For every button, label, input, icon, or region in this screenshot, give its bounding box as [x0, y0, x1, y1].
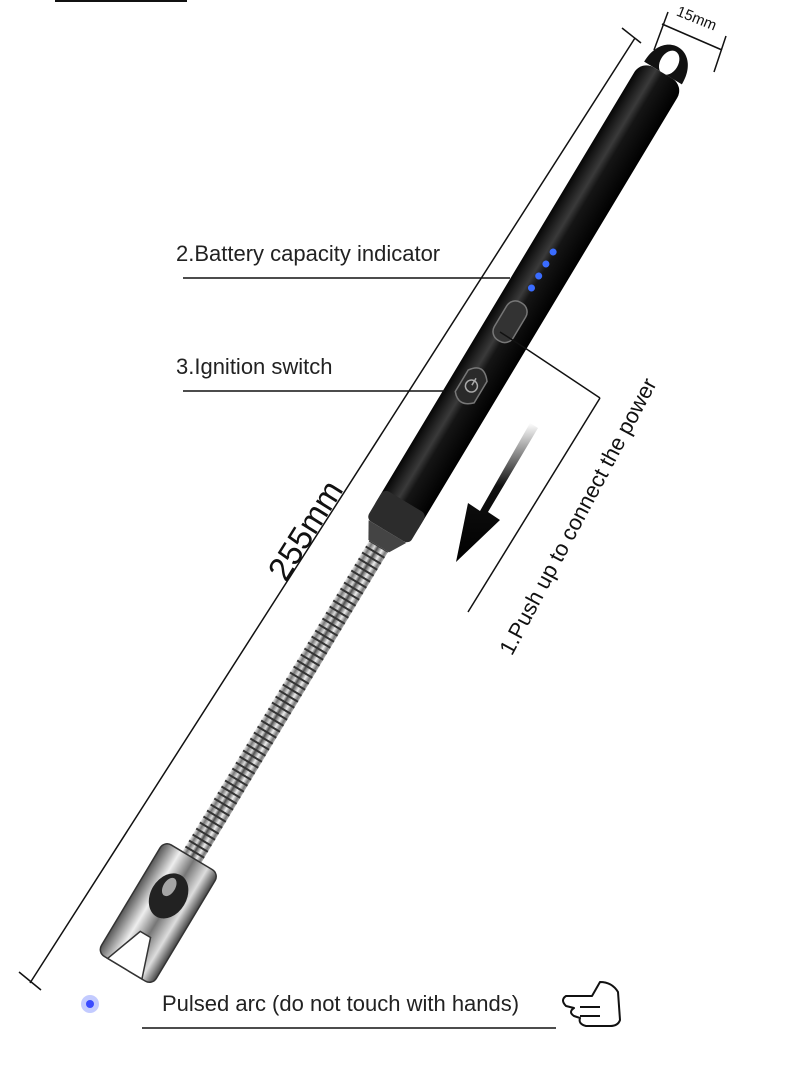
arrow-down-left-icon — [456, 423, 538, 562]
battery-leds — [527, 248, 557, 292]
pulsed-arc-label: Pulsed arc (do not touch with hands) — [162, 991, 520, 1016]
length-dimension-line — [18, 27, 642, 991]
lighter-body — [373, 65, 680, 535]
arc-glow — [81, 995, 99, 1013]
lighter — [99, 44, 688, 983]
ignition-switch-label: 3.Ignition switch — [176, 354, 333, 379]
battery-indicator-label: 2.Battery capacity indicator — [176, 241, 441, 266]
arc-tip — [99, 843, 217, 983]
push-bracket — [467, 331, 601, 613]
flexible-neck — [181, 540, 389, 865]
power-icon — [464, 377, 479, 393]
pointing-hand-icon — [562, 981, 621, 1027]
ignition-button — [454, 367, 488, 405]
width-dimension-line — [653, 11, 727, 73]
end-cap — [368, 490, 425, 543]
